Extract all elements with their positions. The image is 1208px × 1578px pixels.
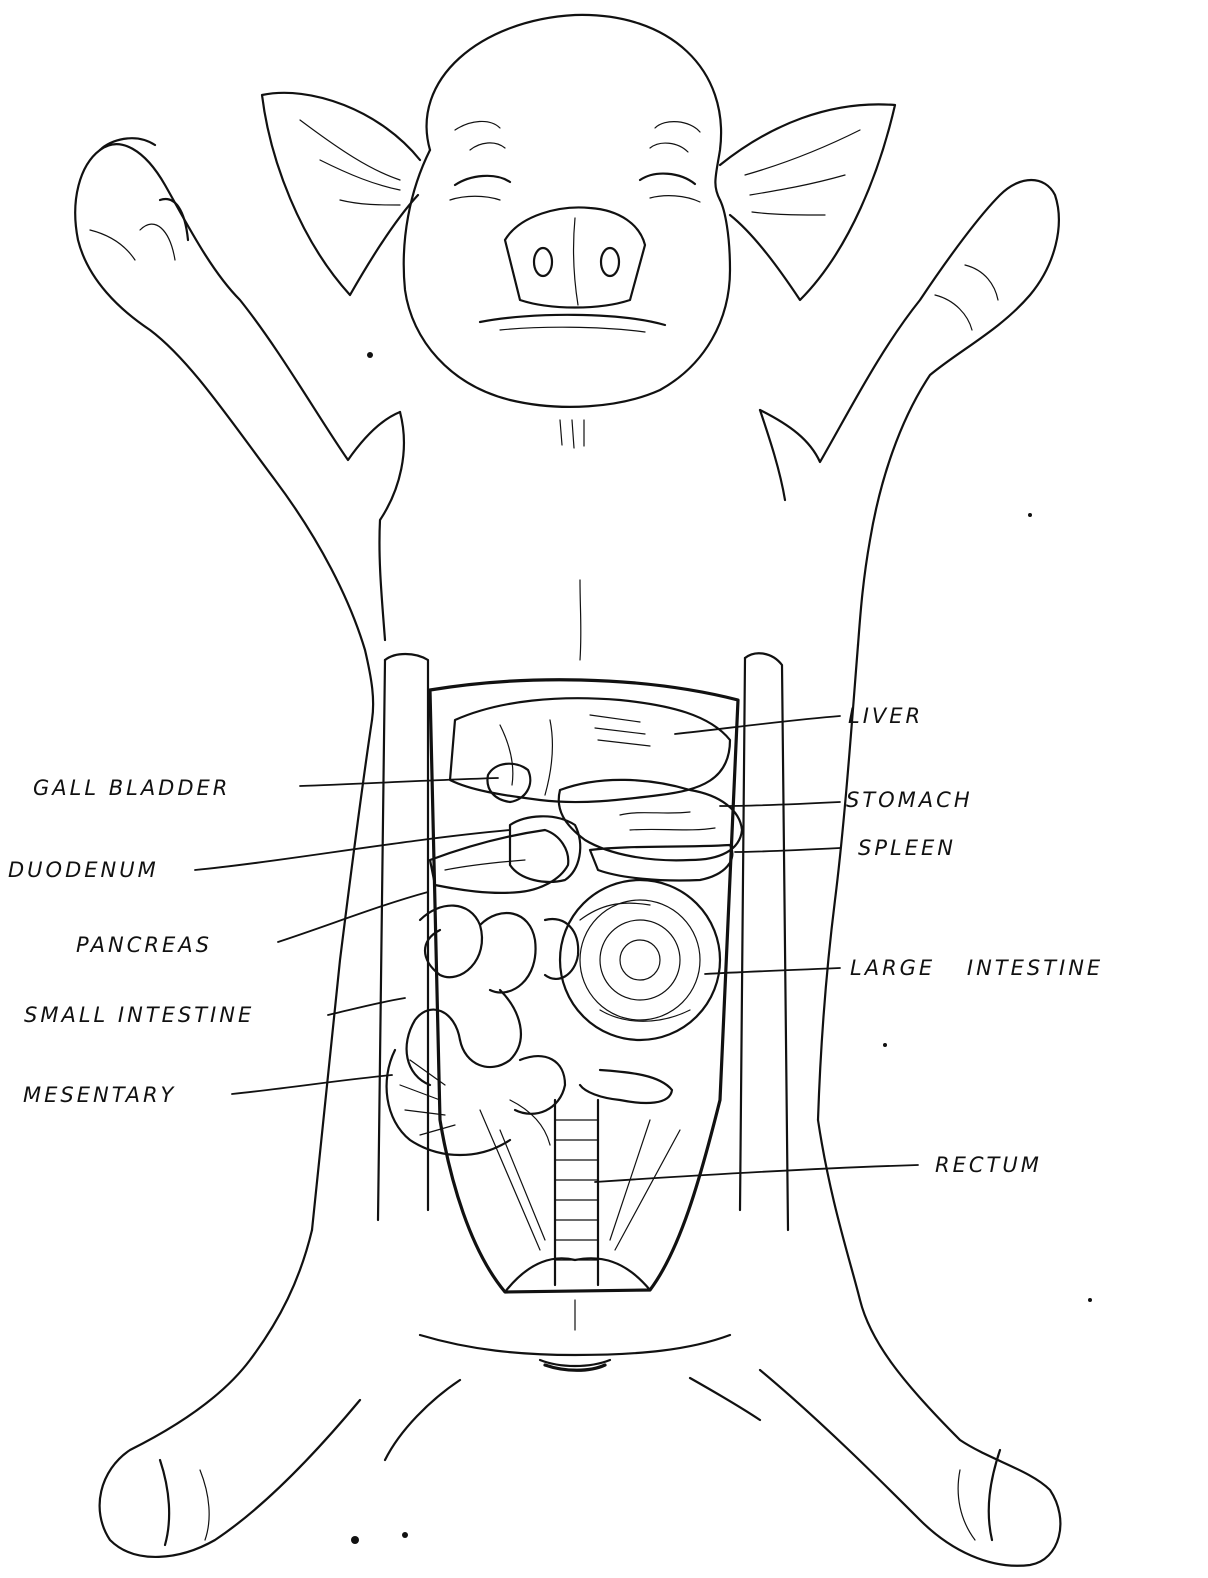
label-mesentary: MESENTARY [23,1085,176,1106]
leader-stomach [720,802,840,806]
leader-gall-bladder [300,778,498,786]
label-gall-bladder: GALL BLADDER [33,778,230,799]
label-spleen: SPLEEN [858,838,956,859]
leader-pancreas [278,892,428,942]
label-small-intestine: SMALL INTESTINE [24,1005,254,1026]
pig-head [262,15,895,448]
leader-spleen [735,848,840,852]
label-duodenum: DUODENUM [8,860,159,881]
label-large-intestine: LARGE INTESTINE [850,958,1103,979]
leader-rectum [595,1165,918,1182]
label-stomach: STOMACH [846,790,973,811]
leader-mesentary [232,1075,392,1094]
scan-specks [351,352,1092,1544]
label-pancreas: PANCREAS [76,935,212,956]
label-leader-lines [195,716,918,1182]
label-rectum: RECTUM [935,1155,1042,1176]
leader-small-intestine [328,998,405,1015]
label-liver: LIVER [848,706,923,727]
